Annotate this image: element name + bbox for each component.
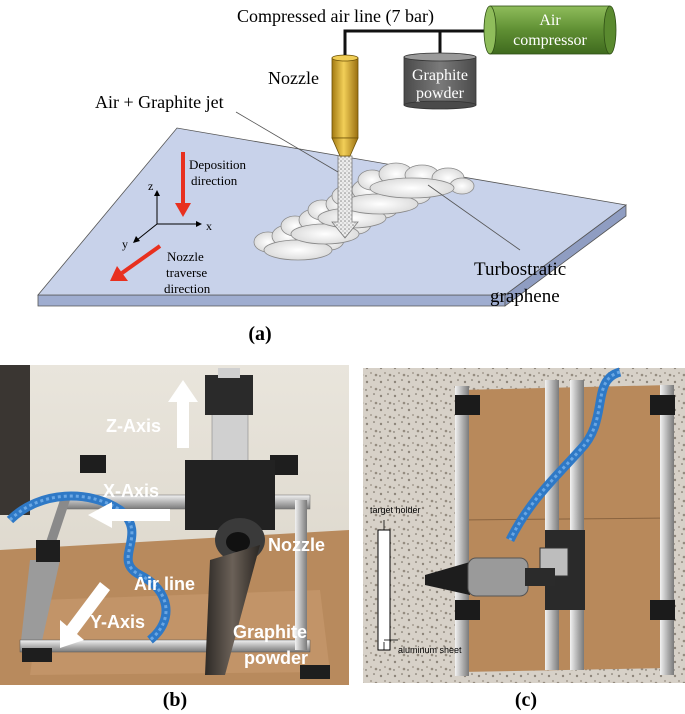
- deposition-label-1: Deposition: [189, 157, 247, 172]
- graphite-powder-label-2: powder: [416, 85, 465, 102]
- caption-b: (b): [163, 689, 187, 711]
- jet-leader-line: [235, 111, 339, 173]
- target-holder-label: target holder: [370, 505, 421, 515]
- x-axis-arrow: [88, 502, 170, 528]
- substrate-plate-side: [37, 294, 506, 307]
- air-compressor: [483, 5, 617, 55]
- panel-b-photo: [0, 365, 349, 685]
- graphene-leader-line: [427, 184, 521, 251]
- y-axis-arrow: [60, 582, 110, 648]
- z-axis-label: Z-Axis: [106, 416, 161, 436]
- deposition-direction-arrow: [175, 152, 191, 217]
- graphene-label-2: graphene: [490, 286, 560, 307]
- y-axis-label: Y-Axis: [90, 612, 145, 632]
- compressed-air-line: [343, 29, 488, 55]
- graphite-powder-container: [403, 52, 477, 110]
- x-axis-label: X-Axis: [103, 481, 159, 501]
- traverse-label-2: traverse: [166, 265, 207, 280]
- air-compressor-label-2: compressor: [513, 32, 587, 49]
- axes-triad: [133, 190, 202, 243]
- air-compressor-label-1: Air: [539, 12, 561, 29]
- axis-y-label: y: [122, 237, 128, 251]
- caption-a: (a): [248, 323, 271, 345]
- caption-c: (c): [515, 689, 537, 711]
- jet-label: Air + Graphite jet: [95, 92, 224, 112]
- axis-z-label: z: [148, 179, 153, 193]
- nozzle-label: Nozzle: [268, 68, 319, 88]
- traverse-direction-arrow: [110, 244, 162, 281]
- panel-a: Graphite powder Air compressor Compresse…: [37, 5, 627, 345]
- deposition-label-2: direction: [191, 173, 238, 188]
- z-axis-arrow: [168, 380, 198, 448]
- graphite-jet: [331, 155, 359, 239]
- panel-c-photo: [363, 367, 685, 683]
- axis-x-label: x: [206, 219, 212, 233]
- graphite-powder-label-1: Graphite: [412, 67, 468, 84]
- nozzle: [331, 54, 359, 157]
- traverse-label-3: direction: [164, 281, 211, 296]
- traverse-label-1: Nozzle: [167, 249, 204, 264]
- air-line-photo-label: Air line: [134, 574, 195, 594]
- air-line-label: Compressed air line (7 bar): [237, 6, 434, 27]
- aluminum-sheet-label: aluminum sheet: [398, 645, 462, 655]
- graphene-label-1: Turbostratic: [474, 259, 566, 280]
- nozzle-photo-label: Nozzle: [268, 535, 325, 555]
- graphite-photo-label-1: Graphite: [233, 622, 307, 642]
- graphite-photo-label-2: powder: [244, 648, 308, 668]
